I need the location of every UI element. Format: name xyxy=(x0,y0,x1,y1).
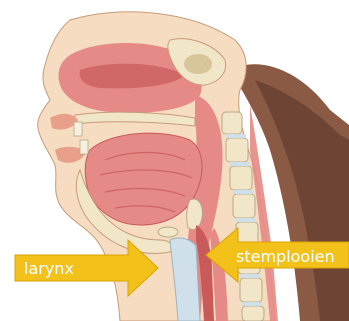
vertebra xyxy=(230,166,252,190)
sinus-cavity xyxy=(184,54,212,74)
upper-teeth xyxy=(74,122,82,136)
vertebra xyxy=(233,194,255,218)
disc xyxy=(236,218,256,222)
disc xyxy=(240,274,260,278)
vertebra xyxy=(240,278,262,302)
disc xyxy=(242,302,262,306)
lower-teeth xyxy=(80,140,88,154)
disc xyxy=(233,190,253,194)
disc xyxy=(226,134,246,138)
vertebra xyxy=(242,306,264,321)
vertebra xyxy=(222,112,242,134)
stemplooien-label: stemplooien xyxy=(236,247,335,266)
hyoid-bone xyxy=(158,227,178,237)
vertebra xyxy=(226,138,248,162)
larynx-label: larynx xyxy=(24,259,74,278)
disc xyxy=(230,162,250,166)
epiglottis xyxy=(187,199,203,229)
